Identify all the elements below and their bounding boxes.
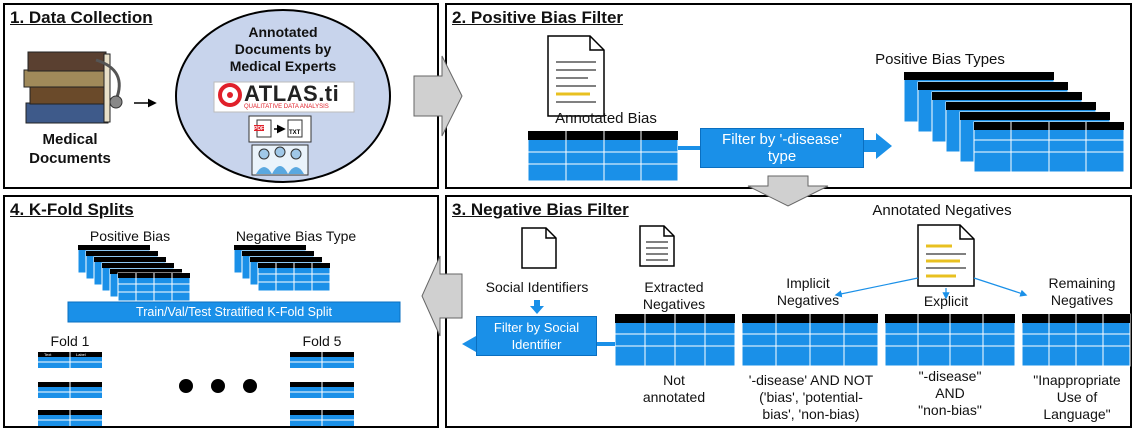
- split-bar: [67, 301, 401, 323]
- explicit-table: [884, 313, 1016, 367]
- arrow-filter-out: [462, 336, 478, 352]
- implicit-description: '-disease' AND NOT ('bias', 'potential- …: [748, 372, 874, 422]
- panel2-title: 2. Positive Bias Filter: [452, 8, 624, 27]
- fold1-label: Fold 1: [50, 333, 90, 349]
- annotated-negatives-doc-icon: [917, 224, 975, 287]
- medical-documents-label: Medical Documents: [29, 131, 111, 167]
- explicit-description: "-disease" AND "non-bias": [918, 368, 982, 418]
- dot-2: [211, 379, 225, 393]
- social-identifiers-label: Social Identifiers: [485, 279, 589, 295]
- fold5-tables: [290, 352, 354, 426]
- implicit-negatives-label: Implicit Negatives: [776, 275, 840, 308]
- positive-bias-types-stack: [903, 71, 1125, 173]
- txt-tag: TXT: [289, 130, 301, 136]
- atlas-logo: [213, 81, 355, 113]
- mini-header-label: Label: [76, 352, 86, 357]
- pdf-tag: PDF: [254, 126, 264, 132]
- remaining-negatives-table: [1021, 313, 1131, 367]
- extracted-negatives-table: [614, 313, 736, 367]
- document-icon: [547, 35, 605, 117]
- remaining-description: "Inappropriate Use of Language": [1033, 372, 1121, 422]
- dot-3: [243, 379, 257, 393]
- explicit-label: Explicit: [923, 293, 969, 309]
- atlas-tagline: QUALITATIVE DATA ANALYSIS: [244, 104, 329, 110]
- fold1-tables: [38, 352, 102, 426]
- kfold-negative-stack: [233, 244, 331, 292]
- medical-experts-icon: [251, 144, 309, 176]
- books-icon: [23, 51, 123, 124]
- panel1-title: 1. Data Collection: [10, 8, 153, 27]
- panel-negative-filter: [445, 195, 1132, 428]
- annotated-negatives-label: Annotated Negatives: [872, 202, 1012, 219]
- implicit-negatives-table: [741, 313, 879, 367]
- arrow-social-to-filter: [530, 300, 544, 314]
- panel4-title: 4. K-Fold Splits: [10, 200, 134, 219]
- filter-disease-box: Filter by '-disease'type: [700, 128, 864, 168]
- arrow-2-to-3: [747, 175, 829, 207]
- extracted-negatives-label: Extracted Negatives: [642, 279, 706, 312]
- arrow-filter-to-types: [863, 133, 892, 159]
- mini-header-text: Text: [44, 352, 52, 357]
- social-identifiers-doc-icon: [521, 227, 557, 269]
- kfold-positive-stack: [77, 244, 191, 302]
- pdf-to-txt-icon: [248, 115, 312, 143]
- atlas-logo-text: ATLAS.ti: [244, 81, 340, 106]
- arrow-to-implicit: [834, 277, 919, 298]
- panel3-title: 3. Negative Bias Filter: [452, 200, 629, 219]
- arrow-1-to-2: [413, 55, 463, 137]
- arrow-to-remaining: [973, 277, 1028, 297]
- not-annotated-label: Not annotated: [642, 372, 706, 405]
- positive-bias-label: Positive Bias: [89, 228, 171, 244]
- remaining-negatives-label: Remaining Negatives: [1048, 275, 1116, 308]
- annotated-bias-label: Annotated Bias: [555, 110, 657, 127]
- dot-1: [179, 379, 193, 393]
- annotated-bias-table: [527, 130, 679, 182]
- annotated-docs-label: Annotated Documents by Medical Experts: [229, 24, 337, 74]
- negative-bias-type-label: Negative Bias Type: [235, 228, 357, 244]
- extracted-negatives-doc-icon: [639, 225, 675, 267]
- arrow-3-to-4: [421, 255, 463, 337]
- split-bar-label: Train/Val/Test Stratified K-Fold Split: [136, 305, 332, 319]
- positive-bias-types-label: Positive Bias Types: [875, 51, 1005, 68]
- fold5-label: Fold 5: [302, 333, 342, 349]
